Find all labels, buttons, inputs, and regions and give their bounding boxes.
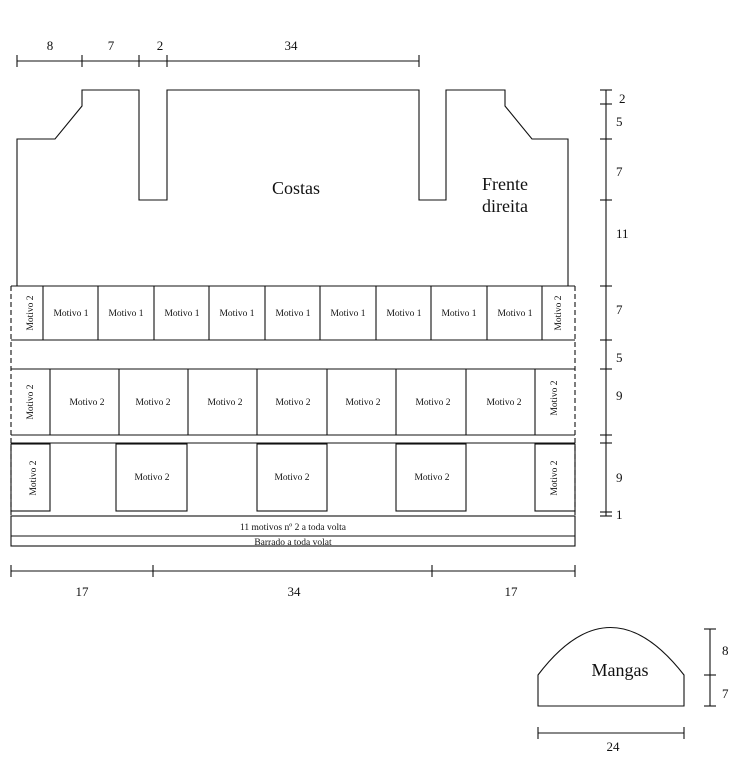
sleeve-piece: Mangas 8 7 24 (537, 627, 729, 754)
label-frente-line1: Frente (482, 174, 528, 194)
dim-bottom-1: 17 (76, 584, 90, 599)
dim-top-4: 34 (285, 38, 299, 53)
motif2-vertical: Motivo 2 (554, 295, 564, 330)
dim-top-1: 8 (47, 38, 54, 53)
dim-top-2: 7 (108, 38, 115, 53)
label-frente-line2: direita (482, 196, 528, 216)
label-mangas: Mangas (592, 660, 649, 680)
bottom-bands: 11 motivos nº 2 a toda volta Barrado a t… (10, 515, 576, 548)
motif2-cell: Motivo 2 (415, 398, 450, 408)
motif-row-1: Motivo 2 Motivo 1 Motivo 1 Motivo 1 Moti… (11, 285, 575, 341)
top-dimension: 8 7 2 34 (16, 38, 420, 67)
dim-sleeve-width: 24 (607, 739, 621, 754)
motif2-vertical: Motivo 2 (550, 460, 560, 495)
motif2-vertical: Motivo 2 (29, 460, 39, 495)
dim-bottom-2: 34 (288, 584, 302, 599)
dim-top-3: 2 (157, 38, 164, 53)
motif-row-2: Motivo 2 Motivo 2 Motivo 2 Motivo 2 Moti… (11, 368, 575, 436)
motif1-cell: Motivo 1 (497, 309, 532, 319)
dim-right-2: 5 (616, 114, 623, 129)
motif2-vertical: Motivo 2 (26, 384, 36, 419)
label-costas: Costas (272, 178, 320, 198)
dim-right-9: 1 (616, 507, 623, 522)
dim-bottom-3: 17 (505, 584, 519, 599)
motif2-cell: Motivo 2 (274, 473, 309, 483)
motif2-vertical: Motivo 2 (550, 380, 560, 415)
motif1-cell: Motivo 1 (330, 309, 365, 319)
motif2-cell: Motivo 2 (414, 473, 449, 483)
motif2-cell: Motivo 2 (486, 398, 521, 408)
motif2-cell: Motivo 2 (134, 473, 169, 483)
motif2-cell: Motivo 2 (135, 398, 170, 408)
motif1-cell: Motivo 1 (441, 309, 476, 319)
motif1-cell: Motivo 1 (164, 309, 199, 319)
motif1-cell: Motivo 1 (219, 309, 254, 319)
motif2-cell: Motivo 2 (207, 398, 242, 408)
dim-sleeve-2: 7 (722, 686, 729, 701)
dim-sleeve-1: 8 (722, 643, 729, 658)
motif2-cell: Motivo 2 (275, 398, 310, 408)
dim-right-1: 2 (619, 91, 626, 106)
body-outline (16, 89, 569, 286)
band-barrado-label: Barrado a toda volat (254, 538, 332, 548)
dim-right-5: 7 (616, 302, 623, 317)
band-motivos-label: 11 motivos nº 2 a toda volta (240, 523, 347, 533)
motif1-cell: Motivo 1 (386, 309, 421, 319)
motif-row-3: Motivo 2 Motivo 2 Motivo 2 Motivo 2 Moti… (10, 442, 576, 512)
motif2-cell: Motivo 2 (345, 398, 380, 408)
bottom-dimension: 17 34 17 (10, 565, 576, 599)
motif2-vertical: Motivo 2 (26, 295, 36, 330)
motif2-cell: Motivo 2 (69, 398, 104, 408)
motif1-cell: Motivo 1 (53, 309, 88, 319)
dim-right-4: 11 (616, 226, 629, 241)
dim-right-6: 5 (616, 350, 623, 365)
dim-right-7: 9 (616, 388, 623, 403)
motif1-cell: Motivo 1 (275, 309, 310, 319)
dim-right-3: 7 (616, 164, 623, 179)
motif1-cell: Motivo 1 (108, 309, 143, 319)
right-dimension: 2 5 7 11 7 5 9 9 1 (600, 89, 629, 522)
dim-right-8: 9 (616, 470, 623, 485)
